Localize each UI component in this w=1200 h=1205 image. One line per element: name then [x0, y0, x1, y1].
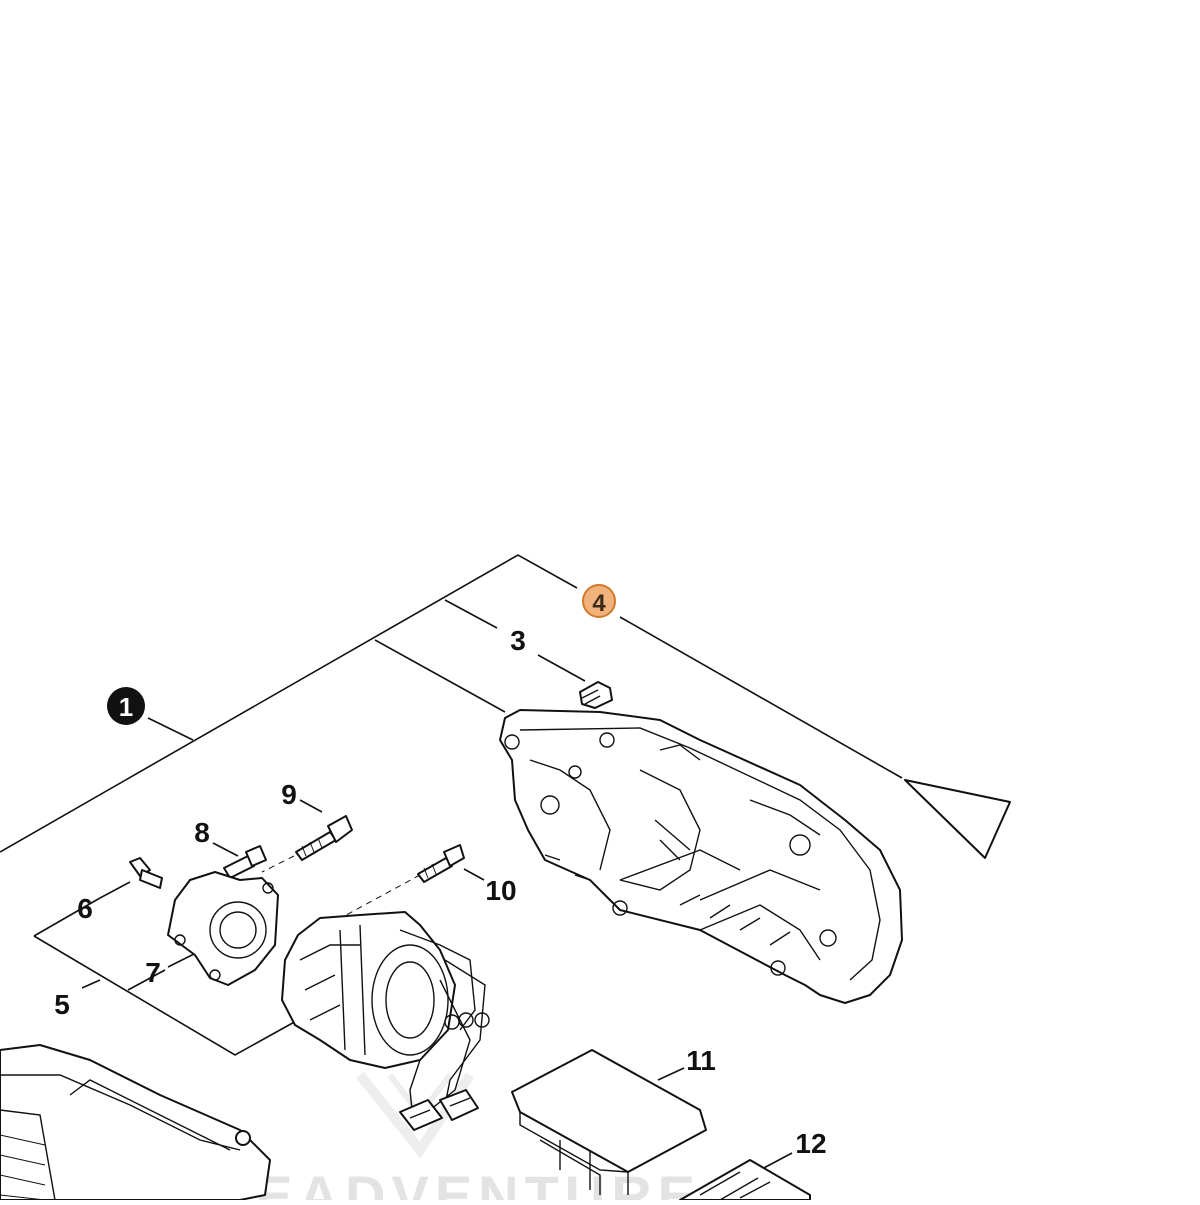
callout-12-label[interactable]: 12 [795, 1128, 826, 1159]
handle-part [0, 1044, 271, 1201]
callout-7-label[interactable]: 7 [145, 957, 161, 988]
callout-1[interactable]: 1 [107, 687, 145, 725]
leader-lines [0, 554, 903, 1171]
callout-8-label[interactable]: 8 [194, 817, 210, 848]
connector-part [399, 1089, 479, 1131]
screw-part-6 [129, 857, 163, 889]
pointer-arrow-shape [904, 779, 1011, 859]
callout-4-label: 4 [592, 590, 606, 617]
callout-10-label[interactable]: 10 [485, 875, 516, 906]
callout-6-label[interactable]: 6 [77, 893, 93, 924]
flange-part-7 [167, 871, 279, 986]
callout-4-badge [582, 584, 616, 618]
callout-1-badge [107, 687, 145, 725]
screw-part-10 [417, 844, 465, 883]
callout-5-label[interactable]: 5 [54, 989, 70, 1020]
motor-part [281, 911, 490, 1111]
callout-4[interactable]: 4 [582, 584, 616, 618]
screw-part-9 [295, 815, 353, 861]
screw-part-3 [579, 681, 613, 709]
callout-3-label[interactable]: 3 [510, 625, 526, 656]
callout-9-label[interactable]: 9 [281, 779, 297, 810]
housing-part [499, 709, 903, 1004]
callout-1-label: 1 [119, 692, 133, 722]
module-part-11 [511, 1049, 707, 1195]
screw-part-8 [223, 845, 267, 879]
callout-11-label[interactable]: 11 [686, 1045, 716, 1076]
